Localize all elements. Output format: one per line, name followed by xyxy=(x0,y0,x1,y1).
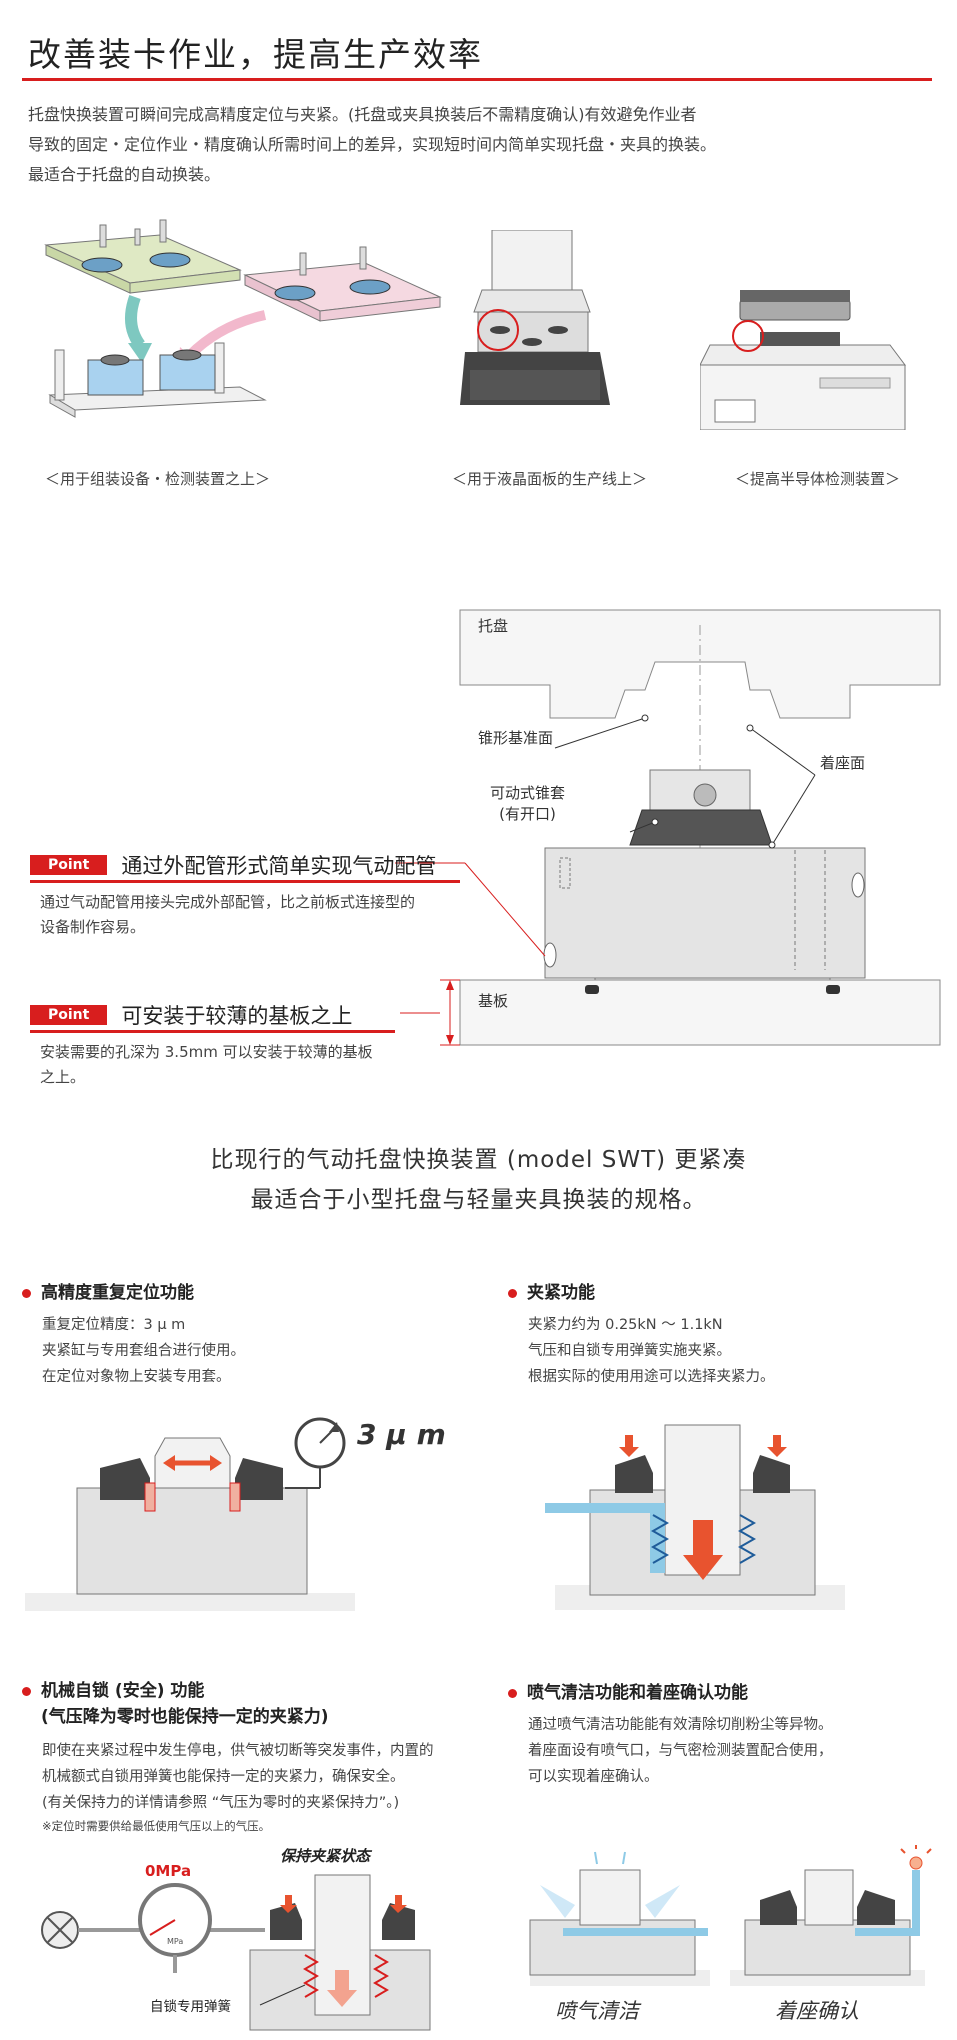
air-blow-figure xyxy=(529,1851,710,1986)
feature-3-text: 即使在夹紧过程中发生停电，供气被切断等突发事件，内置的 机械额式自锁用弹簧也能保… xyxy=(42,1738,434,1816)
point-leader-lines xyxy=(395,862,546,1014)
bullet-dot xyxy=(22,1288,31,1298)
mechanical-lock-figure xyxy=(41,1874,431,2031)
feature-line: 夹紧缸与专用套组合进行使用。 xyxy=(42,1343,245,1359)
point-desc-line: 通过气动配管用接头完成外部配管，比之前板式连接型的 xyxy=(40,893,416,911)
feature-line: 着座面设有喷气口，与气密检测装置配合使用， xyxy=(528,1743,833,1759)
bullet-dot xyxy=(508,1688,517,1698)
lock-spring-label: 自锁专用弹簧 xyxy=(150,1999,231,2015)
seating-check-figure xyxy=(730,1845,932,1986)
clamping-figure xyxy=(545,1424,845,1610)
tagline-line1: 比现行的气动托盘快换装置 (model SWT) 更紧凑 xyxy=(210,1147,747,1173)
gauge-unit: MPa xyxy=(167,1937,184,1946)
feature-1-text: 重复定位精度：3 μ m 夹紧缸与专用套组合进行使用。 在定位对象物上安装专用套… xyxy=(42,1312,245,1390)
label-base-plate: 基板 xyxy=(478,992,509,1010)
label-taper-reference: 锥形基准面 xyxy=(478,729,554,747)
label-movable-sleeve: 可动式锥套 (有开口) xyxy=(490,782,565,824)
feature-title-text: 夹紧功能 xyxy=(527,1283,595,1303)
feature-line: 在定位对象物上安装专用套。 xyxy=(42,1369,231,1385)
point-2-underline xyxy=(30,1030,395,1033)
feature-line: 可以实现着座确认。 xyxy=(528,1769,659,1785)
point-badge: Point xyxy=(30,1005,108,1025)
point-title: 通过外配管形式简单实现气动配管 xyxy=(121,854,437,878)
clamp-hold-label: 保持夹紧状态 xyxy=(280,1847,371,1865)
semiconductor-illustration xyxy=(700,290,906,430)
feature-line: 机械额式自锁用弹簧也能保持一定的夹紧力，确保安全。 xyxy=(42,1769,405,1785)
point-desc-line: 之上。 xyxy=(40,1068,86,1086)
gauge-label: 0MPa xyxy=(145,1862,192,1880)
point-desc-line: 安装需要的孔深为 3.5mm 可以安装于较薄的基板 xyxy=(40,1043,373,1061)
precision-label: 3 μ m xyxy=(357,1418,446,1451)
page-title: 改善装卡作业，提高生产效率 xyxy=(28,35,483,74)
point-1-description: 通过气动配管用接头完成外部配管，比之前板式连接型的 设备制作容易。 xyxy=(40,890,415,940)
intro-line: 导致的固定・定位作业・精度确认所需时间上的差异，实现短时间内简单实现托盘・夹具的… xyxy=(28,135,717,154)
point-2-description: 安装需要的孔深为 3.5mm 可以安装于较薄的基板 之上。 xyxy=(40,1040,373,1090)
feature-title-text: 喷气清洁功能和着座确认功能 xyxy=(527,1683,748,1703)
point-title: 可安装于较薄的基板之上 xyxy=(121,1004,353,1028)
feature-line: 重复定位精度：3 μ m xyxy=(42,1317,186,1333)
feature-3-title: 机械自锁 (安全) 功能 (气压降为零时也能保持一定的夹紧力) xyxy=(22,1678,329,1730)
point-1-header: Point 通过外配管形式简单实现气动配管 xyxy=(30,850,436,880)
point-desc-line: 设备制作容易。 xyxy=(40,918,146,936)
bullet-dot xyxy=(508,1288,517,1298)
point-2-header: Point 可安装于较薄的基板之上 xyxy=(30,1000,352,1030)
feature-line: (有关保持力的详情请参照 “气压为零时的夹紧保持力”。) xyxy=(42,1795,400,1811)
app-caption-assembly: ＜用于组装设备・检测装置之上＞ xyxy=(45,470,271,488)
tagline-line2: 最适合于小型托盘与轻量夹具换装的规格。 xyxy=(250,1187,707,1213)
bullet-dot xyxy=(22,1686,31,1696)
point-1-underline xyxy=(30,880,460,883)
app-caption-semiconductor: ＜提高半导体检测装置＞ xyxy=(735,470,901,488)
feature-line: 夹紧力约为 0.25kN 〜 1.1kN xyxy=(528,1317,723,1333)
feature-line: 气压和自锁专用弹簧实施夹紧。 xyxy=(528,1343,731,1359)
positioning-figure xyxy=(25,1417,355,1611)
air-blow-caption: 喷气清洁 xyxy=(555,1999,639,2023)
label-movable-sleeve-line2: (有开口) xyxy=(499,805,556,823)
feature-2-title: 夹紧功能 xyxy=(508,1278,595,1303)
label-pallet: 托盘 xyxy=(478,617,509,635)
lcd-line-illustration xyxy=(460,230,610,405)
label-movable-sleeve-line1: 可动式锥套 xyxy=(490,784,566,802)
feature-title-subtext: (气压降为零时也能保持一定的夹紧力) xyxy=(41,1707,329,1727)
feature-4-title: 喷气清洁功能和着座确认功能 xyxy=(508,1678,748,1703)
feature-title-text: 高精度重复定位功能 xyxy=(41,1283,194,1303)
point-badge: Point xyxy=(30,855,108,875)
feature-line: 通过喷气清洁功能能有效清除切削粉尘等异物。 xyxy=(528,1717,833,1733)
feature-line: 即使在夹紧过程中发生停电，供气被切断等突发事件，内置的 xyxy=(42,1743,434,1759)
assembly-illustration xyxy=(44,219,442,418)
intro-line: 托盘快换装置可瞬间完成高精度定位与夹紧。(托盘或夹具换装后不需精度确认)有效避免… xyxy=(28,105,697,124)
feature-title-text: 机械自锁 (安全) 功能 xyxy=(41,1681,205,1701)
clamp-cross-section xyxy=(440,609,941,1046)
feature-2-text: 夹紧力约为 0.25kN 〜 1.1kN 气压和自锁专用弹簧实施夹紧。 根据实际… xyxy=(528,1312,775,1390)
title-underline xyxy=(22,78,932,81)
intro-line: 最适合于托盘的自动换装。 xyxy=(28,165,221,184)
seating-check-caption: 着座确认 xyxy=(775,1999,859,2023)
feature-1-title: 高精度重复定位功能 xyxy=(22,1278,194,1303)
app-caption-lcd: ＜用于液晶面板的生产线上＞ xyxy=(452,470,648,488)
feature-4-text: 通过喷气清洁功能能有效清除切削粉尘等异物。 着座面设有喷气口，与气密检测装置配合… xyxy=(528,1712,833,1790)
feature-3-note: ※定位时需要供给最低使用气压以上的气压。 xyxy=(42,1819,271,1833)
tagline: 比现行的气动托盘快换装置 (model SWT) 更紧凑 最适合于小型托盘与轻量… xyxy=(0,1140,957,1220)
label-seating-face: 着座面 xyxy=(820,754,866,772)
intro-text: 托盘快换装置可瞬间完成高精度定位与夹紧。(托盘或夹具换装后不需精度确认)有效避免… xyxy=(28,100,928,190)
feature-line: 根据实际的使用用途可以选择夹紧力。 xyxy=(528,1369,775,1385)
